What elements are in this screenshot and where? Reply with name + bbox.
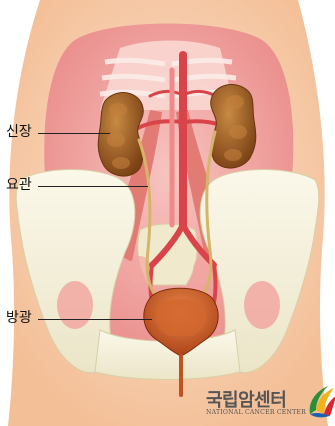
logo-swoosh-icon bbox=[306, 384, 335, 418]
bladder-inner bbox=[155, 299, 206, 336]
logo-english-text: NATIONAL CANCER CENTER bbox=[206, 409, 306, 416]
bladder-label: 방광 bbox=[6, 311, 32, 325]
pelvis-inner-right bbox=[244, 281, 280, 329]
ureter-leader-line bbox=[38, 186, 148, 187]
pelvis-inner-left bbox=[57, 281, 93, 329]
kidney-label: 신장 bbox=[6, 125, 32, 139]
kidney-leader-line bbox=[38, 133, 110, 134]
national-cancer-center-logo: 국립암센터 NATIONAL CANCER CENTER bbox=[206, 384, 334, 426]
bladder-leader-line bbox=[38, 319, 152, 320]
ureter-label: 요관 bbox=[6, 178, 32, 192]
